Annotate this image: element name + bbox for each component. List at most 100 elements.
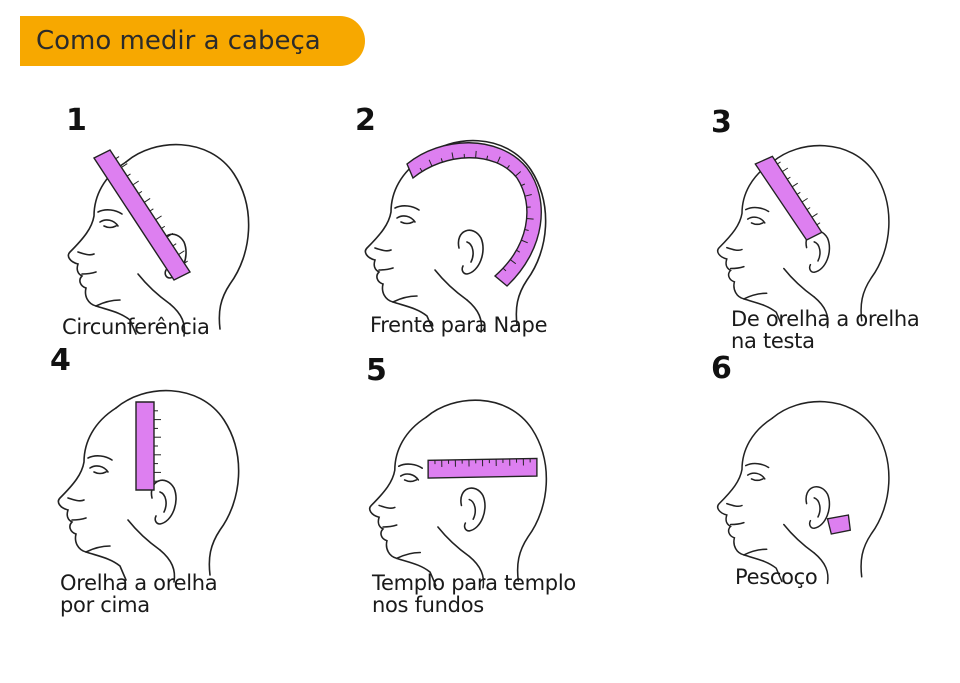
tape-tick (806, 207, 811, 210)
head-jaw (137, 273, 171, 305)
tape-tick (149, 208, 154, 212)
tape-tick (521, 239, 528, 244)
measuring-tape (826, 514, 852, 535)
head-earIn (159, 491, 167, 513)
step-number: 1 (66, 103, 87, 138)
head-nose (378, 504, 396, 509)
caption-line: nos fundos (372, 593, 484, 617)
step-panel-3: 3 De orelha a orelha na testa (675, 100, 960, 390)
tape-tick (144, 198, 151, 203)
head-jaw (783, 523, 815, 554)
tape-tick (801, 197, 808, 203)
tape-tick (486, 155, 489, 160)
measuring-tape (92, 149, 192, 281)
head-mouth (729, 265, 745, 270)
tape-tick (138, 190, 143, 194)
head-brow (394, 205, 420, 211)
head-skull (425, 399, 548, 582)
caption-line: na testa (731, 329, 815, 353)
head-mouth (81, 271, 97, 275)
head-skull (771, 144, 890, 322)
head-chinLine (743, 292, 768, 300)
head-brow (87, 455, 113, 461)
tape-tick (419, 167, 423, 172)
tape-tick (526, 217, 534, 220)
head-mouth (729, 521, 745, 526)
measuring-tape (135, 401, 155, 491)
tape-tick (496, 156, 501, 164)
head-earIn (813, 497, 821, 518)
step-number: 3 (711, 105, 732, 140)
head-eye (89, 465, 109, 475)
head-chinLine (743, 548, 768, 556)
head-neck (468, 555, 485, 589)
head-face (57, 407, 127, 581)
step-number: 6 (711, 351, 732, 386)
step-panel-4: 4 Orelha a orelha por cima (20, 340, 320, 630)
head-face (716, 417, 783, 583)
step-number: 5 (366, 353, 387, 388)
tape-tick (172, 243, 177, 247)
head-earIn (468, 498, 477, 520)
caption-line: Pescoço (735, 565, 818, 589)
step-number: 4 (50, 343, 71, 378)
caption-line: por cima (60, 593, 150, 617)
head-eye (399, 473, 420, 483)
measuring-tape (754, 155, 823, 241)
head-nose (67, 497, 85, 502)
head-neck (813, 552, 829, 585)
step-caption: Circunferência (62, 316, 210, 338)
tape-tick (786, 176, 791, 180)
head-neck (466, 299, 483, 333)
head-neck (813, 296, 829, 329)
tape-tick (506, 165, 510, 169)
title-banner: Como medir a cabeça (20, 16, 365, 66)
measuring-tape (406, 142, 542, 287)
caption-line: Templo para templo (372, 571, 576, 595)
head-ear (457, 229, 484, 275)
head-eye (396, 215, 416, 225)
head-outline (368, 399, 548, 589)
step-panel-1: 1 Circunferência (30, 100, 330, 390)
tape-tick (115, 156, 120, 160)
tape-tick (516, 249, 521, 253)
head-skull (115, 389, 240, 576)
step-caption: Templo para templo nos fundos (372, 572, 576, 616)
head-face (364, 157, 434, 331)
tape-tick (520, 183, 526, 187)
head-jaw (437, 526, 471, 558)
tape-tick (184, 260, 188, 264)
head-jaw (434, 269, 468, 301)
head-mouth (71, 517, 87, 521)
head-skull (771, 400, 890, 578)
tape-tick (502, 267, 507, 272)
step-caption: Orelha a orelha por cima (60, 572, 218, 617)
head-eye (746, 216, 766, 226)
head-earIn (813, 241, 821, 262)
page-title: Como medir a cabeça (36, 26, 321, 56)
head-illustration (67, 143, 250, 337)
head-outline (716, 400, 890, 585)
tape-tick (796, 191, 801, 195)
caption-line: Circunferência (62, 315, 210, 339)
head-ear (805, 486, 831, 530)
head-outline (716, 144, 890, 329)
head-earIn (466, 241, 474, 263)
step-panel-5: 5 Templo para templo nos fundos (330, 340, 630, 630)
tape-tick (428, 159, 433, 167)
head-chinLine (392, 295, 418, 303)
caption-line: De orelha a orelha (731, 307, 920, 331)
tape-tick (161, 225, 166, 229)
tape-tick (509, 259, 517, 265)
head-neck (159, 549, 176, 583)
head-mouth (378, 267, 394, 271)
step-caption: Frente para Nape (370, 314, 547, 336)
tape-tick (121, 163, 128, 168)
head-chinLine (85, 545, 111, 553)
tape-tick (524, 229, 529, 231)
head-mouth (382, 524, 398, 528)
caption-line: Frente para Nape (370, 313, 548, 337)
tape-tick (475, 150, 477, 158)
head-eye (746, 472, 766, 482)
head-nose (726, 502, 743, 508)
